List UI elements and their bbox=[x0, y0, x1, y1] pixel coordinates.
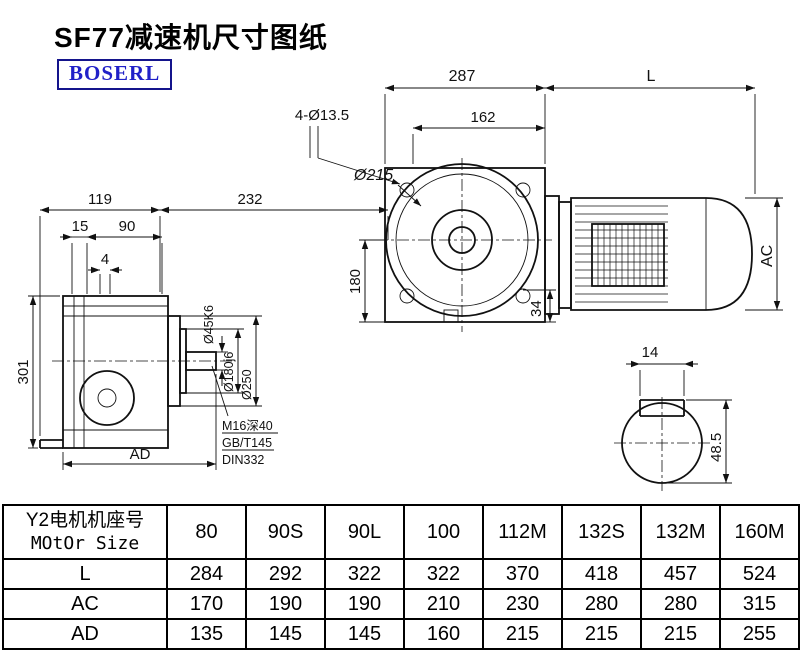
dim-ac: AC bbox=[759, 245, 776, 267]
table-cell: 160 bbox=[403, 618, 484, 650]
header-motor-size-cn: Y2电机机座号 bbox=[25, 510, 145, 531]
table-cell: 215 bbox=[482, 618, 563, 650]
housing-bore-circle bbox=[79, 370, 135, 426]
table-col-80: 80 bbox=[166, 504, 247, 560]
table-cell: 145 bbox=[245, 618, 326, 650]
note-tap-size: M16深40 bbox=[222, 419, 273, 433]
table-cell: 170 bbox=[166, 588, 247, 620]
dim-287: 287 bbox=[449, 68, 476, 85]
table-cell: 210 bbox=[403, 588, 484, 620]
row-label-l: L bbox=[2, 558, 168, 590]
table-cell: 255 bbox=[719, 618, 800, 650]
table-cell: 215 bbox=[561, 618, 642, 650]
motor-size-table: Y2电机机座号 MOtOr Size 80 90S 90L 100 112M 1… bbox=[2, 504, 800, 650]
dim-34: 34 bbox=[528, 300, 545, 317]
table-row-ad: AD 135 145 145 160 215 215 215 255 bbox=[2, 618, 800, 650]
table-cell: 457 bbox=[640, 558, 721, 590]
dim-15: 15 bbox=[72, 218, 89, 235]
mounting-hole bbox=[399, 288, 415, 304]
dim-l: L bbox=[647, 68, 656, 85]
table-cell: 280 bbox=[640, 588, 721, 620]
front-view-geometry bbox=[376, 158, 753, 332]
dim-flange-diameter: Ø250 bbox=[240, 369, 254, 400]
motor-flange bbox=[544, 195, 560, 315]
shaft-section-dimensions: 14 48.5 bbox=[626, 344, 732, 484]
header-motor-size-en: MOtOr Size bbox=[30, 533, 140, 554]
dim-14: 14 bbox=[642, 344, 659, 361]
dim-flange-circle-diameter: Ø215 bbox=[353, 167, 393, 184]
table-cell: 322 bbox=[324, 558, 405, 590]
table-cell: 215 bbox=[640, 618, 721, 650]
table-col-132m: 132M bbox=[640, 504, 721, 560]
table-col-90s: 90S bbox=[245, 504, 326, 560]
table-row-ac: AC 170 190 190 210 230 280 280 315 bbox=[2, 588, 800, 620]
technical-drawing: 119 232 15 90 4 301 bbox=[15, 68, 783, 491]
table-cell: 284 bbox=[166, 558, 247, 590]
table-cell: 322 bbox=[403, 558, 484, 590]
front-view-dimensions: 287 L 162 4-Ø13.5 Ø215 180 34 bbox=[295, 68, 783, 323]
row-label-ac: AC bbox=[2, 588, 168, 620]
dim-301: 301 bbox=[15, 359, 32, 384]
dim-162: 162 bbox=[470, 109, 495, 126]
dim-90: 90 bbox=[119, 218, 136, 235]
table-cell: 280 bbox=[561, 588, 642, 620]
mounting-hole bbox=[515, 288, 531, 304]
dim-shaft-diameter: Ø45K6 bbox=[202, 305, 216, 344]
table-cell: 315 bbox=[719, 588, 800, 620]
dim-ad: AD bbox=[130, 446, 151, 463]
note-standard-gb: GB/T145 bbox=[222, 436, 272, 450]
table-cell: 230 bbox=[482, 588, 563, 620]
table-col-132s: 132S bbox=[561, 504, 642, 560]
table-cell: 524 bbox=[719, 558, 800, 590]
table-cell: 190 bbox=[245, 588, 326, 620]
table-cell: 145 bbox=[324, 618, 405, 650]
table-col-90l: 90L bbox=[324, 504, 405, 560]
dim-4: 4 bbox=[101, 251, 109, 268]
mounting-hole bbox=[515, 182, 531, 198]
table-cell: 190 bbox=[324, 588, 405, 620]
dim-spigot-diameter: Ø180j6 bbox=[222, 352, 236, 392]
table-col-160m: 160M bbox=[719, 504, 800, 560]
dim-232: 232 bbox=[237, 191, 262, 208]
table-cell: 292 bbox=[245, 558, 326, 590]
shaft-section-geometry bbox=[614, 397, 710, 491]
table-cell: 418 bbox=[561, 558, 642, 590]
table-header-motor-size: Y2电机机座号 MOtOr Size bbox=[2, 504, 168, 560]
table-col-100: 100 bbox=[403, 504, 484, 560]
boserl-logo: BOSERL bbox=[57, 59, 173, 90]
side-view-geometry bbox=[39, 295, 232, 449]
mounting-hole bbox=[399, 182, 415, 198]
side-view-dimensions: 119 232 15 90 4 301 bbox=[15, 191, 389, 470]
page-title: SF77减速机尺寸图纸 bbox=[54, 22, 328, 53]
table-cell: 370 bbox=[482, 558, 563, 590]
motor-body bbox=[570, 197, 753, 311]
row-label-ad: AD bbox=[2, 618, 168, 650]
dim-48-5: 48.5 bbox=[708, 433, 725, 462]
table-col-112m: 112M bbox=[482, 504, 563, 560]
table-cell: 135 bbox=[166, 618, 247, 650]
table-header-row: Y2电机机座号 MOtOr Size 80 90S 90L 100 112M 1… bbox=[2, 504, 800, 560]
dim-119: 119 bbox=[88, 191, 112, 208]
dim-180: 180 bbox=[347, 269, 364, 294]
note-mounting-holes: 4-Ø13.5 bbox=[295, 107, 349, 124]
note-standard-din: DIN332 bbox=[222, 453, 264, 467]
table-row-l: L 284 292 322 322 370 418 457 524 bbox=[2, 558, 800, 590]
